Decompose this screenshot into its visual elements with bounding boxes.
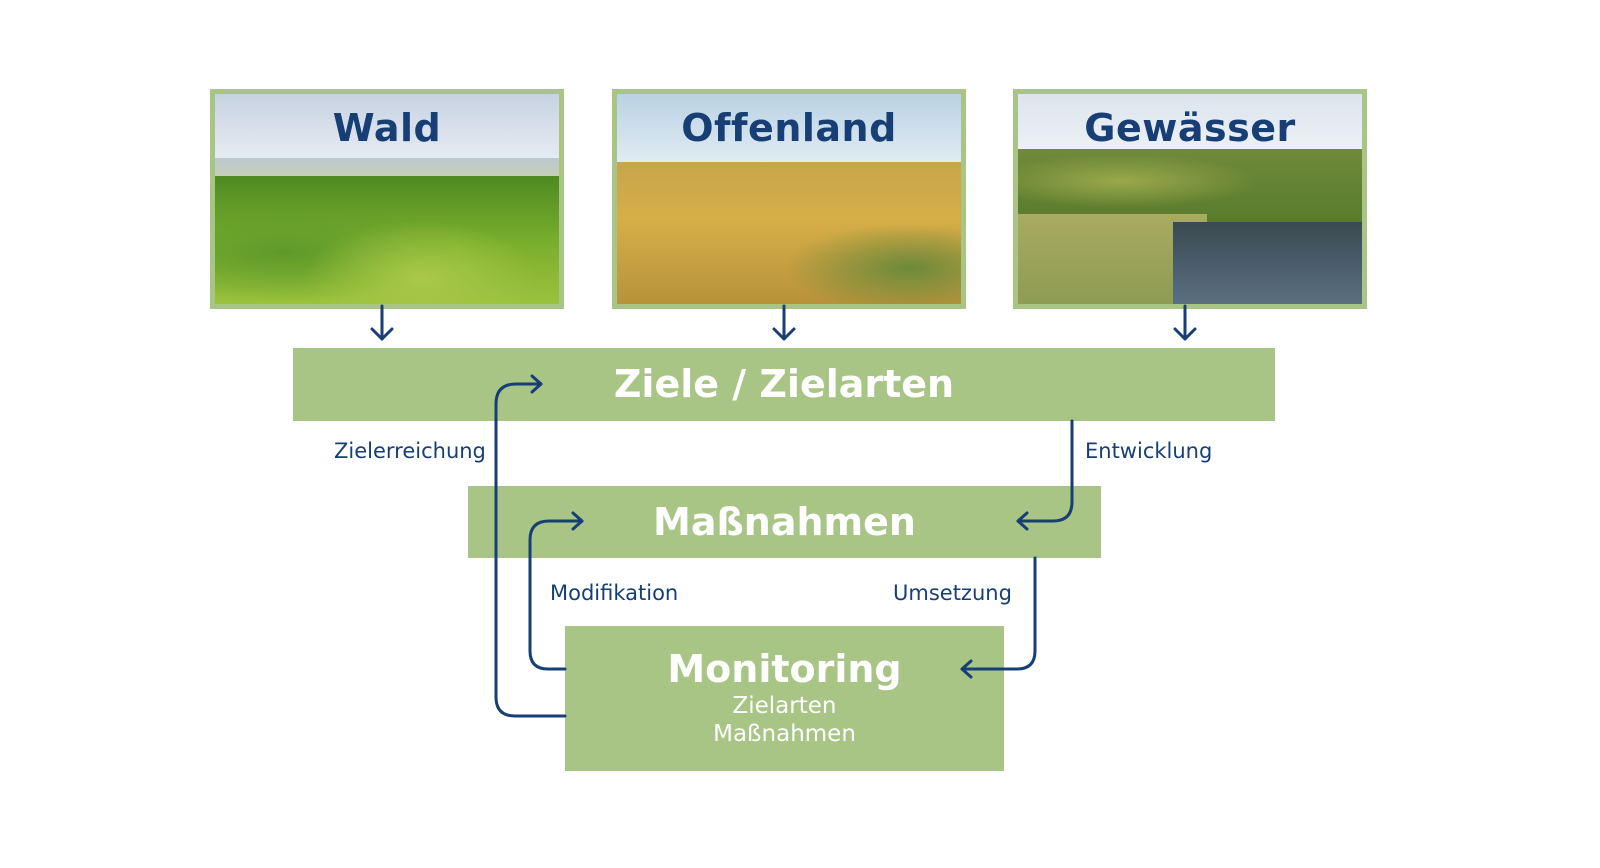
- sky-background: [617, 94, 961, 164]
- label-umsetzung: Umsetzung: [893, 581, 1012, 605]
- habitat-wald-card: Wald: [210, 89, 564, 309]
- forest-photo: [215, 176, 559, 304]
- field-photo: [617, 162, 961, 304]
- ziele-zielarten-box: Ziele / Zielarten: [293, 348, 1275, 421]
- monitoring-item: Maßnahmen: [713, 721, 856, 747]
- label-entwicklung: Entwicklung: [1085, 439, 1213, 463]
- arrow-entwicklung: [1016, 419, 1074, 531]
- arrow-down-icon: [772, 304, 796, 341]
- habitat-title: Gewässer: [1084, 106, 1296, 150]
- monitoring-box: Monitoring Zielarten Maßnahmen: [565, 626, 1004, 771]
- label-zielerreichung: Zielerreichung: [334, 439, 486, 463]
- pond-water-photo: [1172, 222, 1362, 304]
- arrow-down-icon: [370, 304, 394, 341]
- habitat-title: Offenland: [681, 106, 897, 150]
- monitoring-title: Monitoring: [667, 647, 902, 691]
- arrow-zielerreichung: [494, 374, 567, 718]
- horizon-haze: [215, 158, 559, 180]
- arrow-umsetzung: [960, 556, 1037, 679]
- arrow-modifikation: [528, 511, 584, 671]
- habitat-title: Wald: [332, 106, 442, 150]
- habitat-gewaesser-card: Gewässer: [1013, 89, 1367, 309]
- habitat-offenland-card: Offenland: [612, 89, 966, 309]
- label-modifikation: Modifikation: [550, 581, 679, 605]
- sky-background: [215, 94, 559, 164]
- arrow-down-icon: [1173, 304, 1197, 341]
- monitoring-item: Zielarten: [732, 693, 837, 719]
